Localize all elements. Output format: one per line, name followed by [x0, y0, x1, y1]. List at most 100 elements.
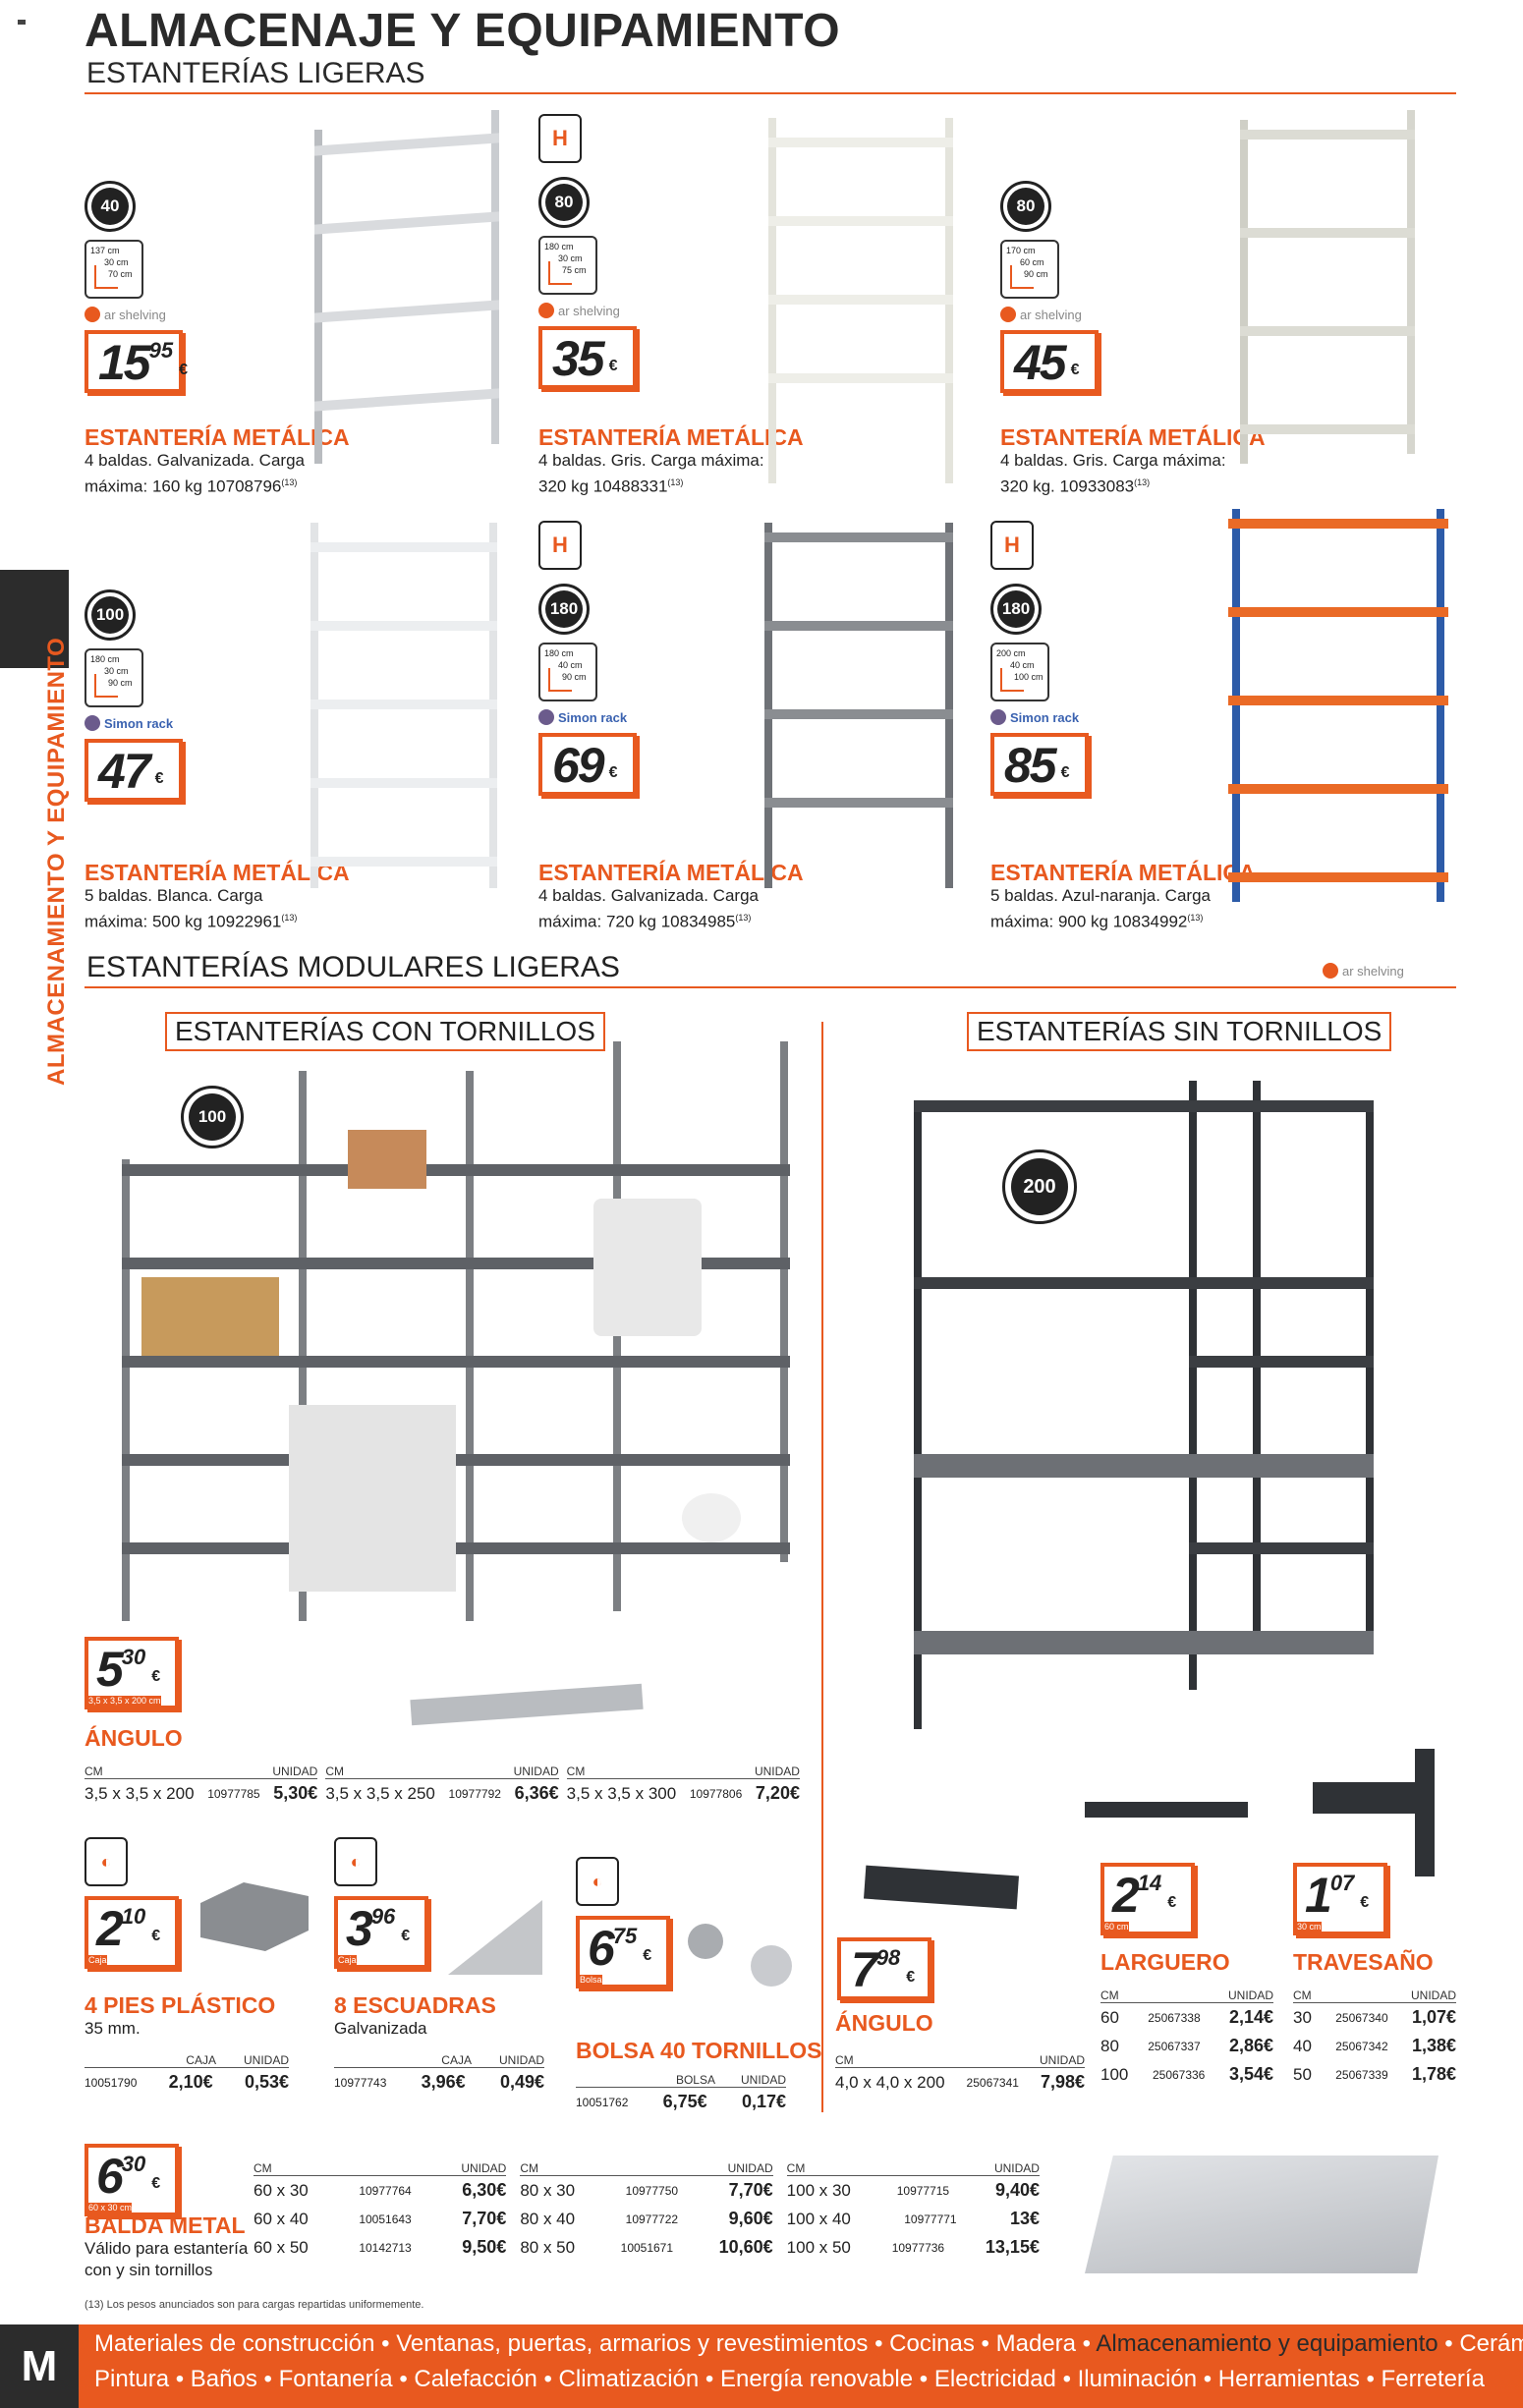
price-tag: 69€ [538, 733, 637, 796]
price-tag: 47€ [85, 739, 183, 802]
brand-logo-m: M [0, 2324, 79, 2408]
price-tag: 85€ [990, 733, 1089, 796]
brand-logo: ar shelving [538, 303, 637, 318]
travesano-title: TRAVESAÑO [1293, 1949, 1434, 1975]
tornillos-title: BOLSA 40 TORNILLOS [576, 2038, 822, 2063]
product-title: ESTANTERÍA METÁLICA [85, 860, 350, 885]
weight-capacity-icon: 40 [85, 181, 136, 232]
without-screws-title: ESTANTERÍAS SIN TORNILLOS [967, 1012, 1392, 1051]
shelf-image-1 [314, 110, 511, 464]
larguero-image [1085, 1802, 1248, 1818]
travesano-image [1313, 1782, 1421, 1814]
bag-icon: ◐ [334, 1837, 377, 1886]
pies-title: 4 PIES PLÁSTICO [85, 1992, 276, 2018]
no-screws-icon: H [990, 521, 1034, 570]
product-title: ESTANTERÍA METÁLICA [85, 424, 350, 450]
shelf-panel-image [1085, 2156, 1438, 2273]
price-tag: 35€ [538, 326, 637, 389]
weight-capacity-icon: 80 [538, 177, 590, 228]
brand-logo: ar shelving [85, 307, 183, 322]
section-subtitle: ESTANTERÍAS LIGERAS [86, 57, 425, 89]
brand-logo: ar shelving [1323, 963, 1404, 979]
page-title: ALMACENAJE Y EQUIPAMIENTO [85, 5, 841, 57]
corner-mark [18, 20, 26, 25]
weight-capacity-icon: 180 [538, 584, 590, 635]
footer-categories-line-2[interactable]: Pintura • Baños • Fontanería • Calefacci… [94, 2366, 1485, 2392]
footer-current-category: Almacenamiento y equipamiento [1096, 2330, 1438, 2357]
brand-logo: ar shelving [1000, 307, 1099, 322]
escuadras-title: 8 ESCUADRAS [334, 1992, 496, 2018]
escuadras-description: Galvanizada [334, 2019, 427, 2038]
bag-icon: ◐ [85, 1837, 128, 1886]
shelf-image-3 [1240, 110, 1423, 464]
footer-categories-line-1[interactable]: Materiales de construcción • Ventanas, p… [94, 2330, 1523, 2357]
product-title: ESTANTERÍA METÁLICA [990, 860, 1256, 885]
modular-shelf-with-screws-image: 100 [122, 1032, 800, 1641]
product-title: ESTANTERÍA METÁLICA [1000, 424, 1266, 450]
price-tag: 45€ [1000, 330, 1099, 393]
brand-logo: Simon rack [990, 709, 1089, 725]
product-description: 4 baldas. Gris. Carga máxima:320 kg 1048… [538, 451, 764, 496]
angle-bar-dark-image [864, 1865, 1019, 1910]
bracket-image [448, 1900, 542, 1975]
column-divider [821, 1022, 823, 2112]
shelf-image-2 [768, 118, 961, 483]
no-screws-icon: H [538, 114, 582, 163]
sidebar-tab [0, 570, 69, 668]
larguero-title: LARGUERO [1100, 1949, 1230, 1975]
shelf-image-6 [1228, 509, 1454, 902]
product-description: 4 baldas. Gris. Carga máxima:320 kg. 109… [1000, 451, 1226, 496]
modular-rule [85, 986, 1456, 988]
product-title: ESTANTERÍA METÁLICA [538, 424, 804, 450]
brand-logo: Simon rack [85, 715, 183, 731]
screw-image [688, 1924, 723, 1959]
angle-bar-image [410, 1683, 644, 1726]
travesano-post-image [1415, 1749, 1435, 1876]
product-title: ESTANTERÍA METÁLICA [538, 860, 804, 885]
header-rule [85, 92, 1456, 94]
nut-image [751, 1945, 792, 1987]
footer-bar [0, 2324, 1523, 2408]
with-screws-title: ESTANTERÍAS CON TORNILLOS [165, 1012, 605, 1051]
shelf-image-4 [310, 523, 505, 888]
sidebar-vertical-label: ALMACENAMIENTO Y EQUIPAMIENTO [43, 637, 70, 1086]
angulo2-title: ÁNGULO [835, 2010, 933, 2036]
plastic-feet-image [200, 1882, 309, 1951]
balda-title: BALDA METAL [85, 2212, 246, 2238]
weight-capacity-icon: 100 [85, 589, 136, 641]
angulo-title: ÁNGULO [85, 1725, 183, 1751]
pies-description: 35 mm. [85, 2019, 141, 2038]
